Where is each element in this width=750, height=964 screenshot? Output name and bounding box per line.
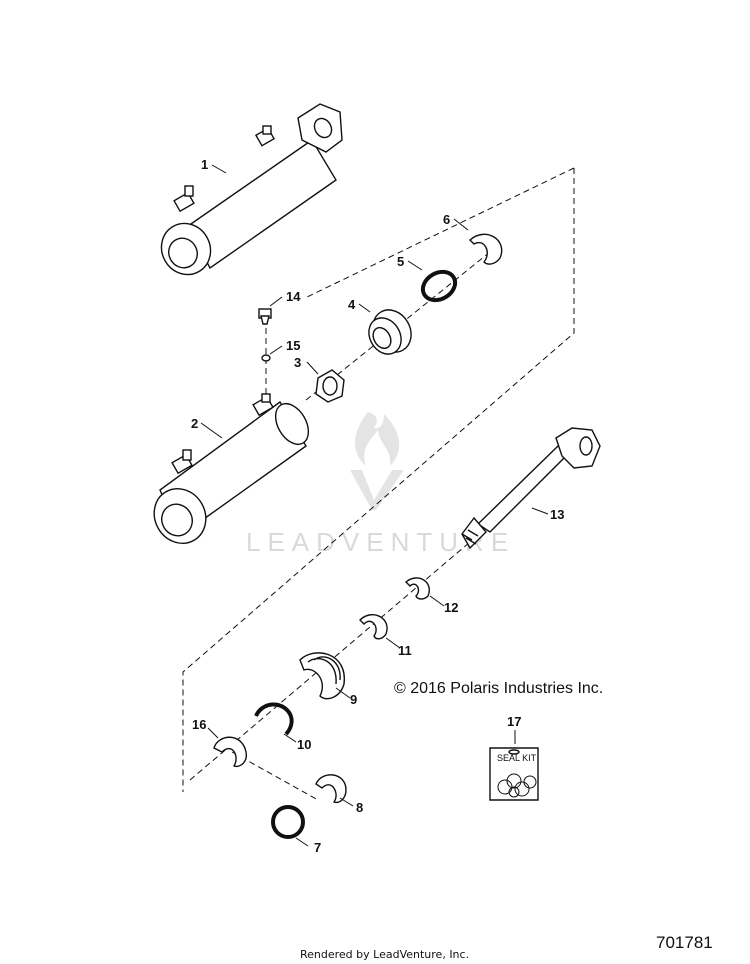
part-6-backup-ring xyxy=(468,233,503,265)
callout-7: 7 xyxy=(314,840,321,855)
callout-6: 6 xyxy=(443,212,450,227)
part-10-wiper-seal xyxy=(254,702,294,736)
callout-10: 10 xyxy=(297,737,311,752)
callout-16: 16 xyxy=(192,717,206,732)
seal-kit-label: SEAL KIT xyxy=(497,753,537,763)
callout-13: 13 xyxy=(550,507,564,522)
part-3-nut xyxy=(315,369,345,403)
figure-number: 701781 xyxy=(656,933,713,952)
callout-1: 1 xyxy=(201,157,208,172)
callout-14: 14 xyxy=(286,289,301,304)
part-16-backup-ring xyxy=(213,736,248,768)
part-17-seal-kit: SEAL KIT xyxy=(489,730,539,801)
callout-8: 8 xyxy=(356,800,363,815)
callout-15: 15 xyxy=(286,338,300,353)
callout-17: 17 xyxy=(507,714,521,729)
callout-leaders xyxy=(200,164,549,847)
part-5-o-ring xyxy=(420,269,458,303)
part-14-bleed-screw xyxy=(258,308,272,325)
part-11-backup-ring xyxy=(359,614,388,640)
callout-12: 12 xyxy=(444,600,458,615)
footer-text: Rendered by LeadVenture, Inc. xyxy=(300,948,469,961)
part-15-o-ring xyxy=(261,354,271,362)
assembly-dashed-outline xyxy=(182,167,575,792)
part-13-piston-rod xyxy=(461,427,601,550)
callout-9: 9 xyxy=(350,692,357,707)
callout-3: 3 xyxy=(294,355,301,370)
callout-11: 11 xyxy=(398,643,412,658)
part-1-cylinder-assembly xyxy=(160,103,343,276)
part-7-o-ring xyxy=(271,805,305,839)
callout-5: 5 xyxy=(397,254,404,269)
callout-4: 4 xyxy=(348,297,356,312)
part-4-piston xyxy=(368,309,412,355)
part-9-gland xyxy=(299,652,345,700)
part-8-backup-ring xyxy=(315,774,347,804)
part-12-backup-ring xyxy=(404,577,430,600)
copyright-text: © 2016 Polaris Industries Inc. xyxy=(394,680,603,697)
part-2-cylinder-barrel xyxy=(153,393,310,544)
callout-2: 2 xyxy=(191,416,198,431)
axis-seal-branch xyxy=(231,751,319,801)
